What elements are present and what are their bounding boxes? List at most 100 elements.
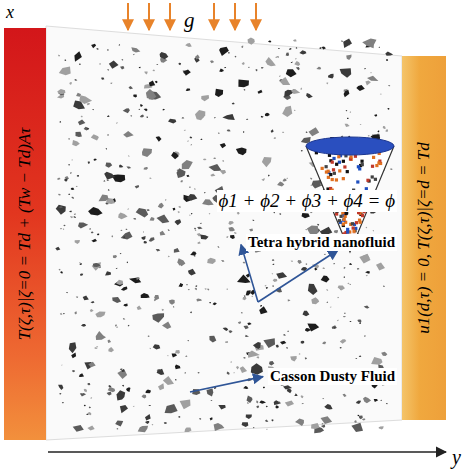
dust-particle xyxy=(93,263,101,267)
dust-particle xyxy=(186,88,191,91)
dust-particle xyxy=(186,175,189,177)
dust-particle xyxy=(149,237,155,242)
dust-particle xyxy=(186,284,188,286)
dust-particle xyxy=(188,289,190,290)
dust-particle xyxy=(149,178,152,180)
dust-particle xyxy=(90,309,94,312)
dust-particle xyxy=(232,103,235,105)
dust-particle xyxy=(108,189,110,190)
dust-particle xyxy=(268,41,271,43)
dust-particle xyxy=(148,405,151,406)
dust-particle xyxy=(359,356,362,357)
dust-particle xyxy=(96,48,98,50)
dust-particle xyxy=(79,373,84,377)
dust-particle xyxy=(376,263,385,271)
dust-particle xyxy=(69,211,71,213)
dust-particle xyxy=(101,78,104,80)
dust-particle xyxy=(256,401,258,404)
dust-particle xyxy=(91,134,99,140)
dust-particle xyxy=(109,61,119,69)
dust-particle xyxy=(379,47,380,48)
dust-particle xyxy=(59,393,61,395)
dust-particle xyxy=(84,405,86,406)
dust-particle xyxy=(113,255,117,258)
dust-particle xyxy=(261,116,264,118)
dust-particle xyxy=(218,133,220,134)
dust-particle xyxy=(210,417,213,420)
dust-particle xyxy=(68,138,70,139)
dust-particle xyxy=(146,117,148,119)
axis-label: x xyxy=(6,2,14,23)
dust-particle xyxy=(251,363,263,375)
dust-particle xyxy=(70,82,72,84)
dust-particle xyxy=(347,118,349,119)
nanoparticle xyxy=(346,170,349,173)
dust-particle xyxy=(209,302,211,304)
dust-particle xyxy=(189,187,191,188)
nanoparticle xyxy=(325,165,328,168)
dust-particle xyxy=(68,164,70,165)
dust-particle xyxy=(137,306,142,310)
dust-particle xyxy=(165,199,166,200)
dust-particle xyxy=(133,218,136,220)
dust-particle xyxy=(343,39,352,48)
dust-particle xyxy=(143,231,144,232)
dust-particle xyxy=(291,260,294,262)
dust-particle xyxy=(60,121,62,123)
dust-particle xyxy=(351,423,363,432)
dust-particle xyxy=(374,114,377,116)
dust-particle xyxy=(145,414,151,421)
dust-particle xyxy=(308,284,318,295)
dust-particle xyxy=(190,252,196,256)
dust-particle xyxy=(123,318,126,320)
nanoparticle xyxy=(366,179,369,182)
dust-particle xyxy=(385,129,388,132)
dust-particle xyxy=(241,312,243,313)
dust-particle xyxy=(370,72,372,74)
dust-particle xyxy=(198,234,200,236)
dust-particle xyxy=(174,248,180,253)
dust-particle xyxy=(125,228,127,230)
dust-particle xyxy=(107,115,109,117)
dust-particle xyxy=(127,262,128,264)
dust-particle xyxy=(283,385,292,389)
dust-particle xyxy=(87,128,89,129)
dust-particle xyxy=(219,68,224,72)
dust-particle xyxy=(131,47,140,52)
dust-particle xyxy=(158,383,164,390)
dust-particle xyxy=(177,168,186,178)
dust-particle xyxy=(81,324,86,327)
dust-particle xyxy=(76,93,81,97)
dust-particle xyxy=(194,228,196,230)
dust-particle xyxy=(117,428,119,429)
dust-particle xyxy=(175,350,180,354)
dust-particle xyxy=(326,83,328,85)
dust-particle xyxy=(168,229,170,231)
gravity-label: g xyxy=(184,8,195,32)
dust-particle xyxy=(110,83,112,84)
dust-particle xyxy=(380,94,382,95)
dust-particle xyxy=(378,426,383,429)
nanoparticle xyxy=(331,178,334,181)
dust-particle xyxy=(97,233,99,235)
dust-particle xyxy=(282,106,292,117)
nanoparticle xyxy=(371,165,374,168)
dust-particle xyxy=(194,188,196,189)
dust-particle xyxy=(238,79,249,87)
dust-particle xyxy=(330,306,332,307)
dust-particle xyxy=(141,293,150,298)
dust-particle xyxy=(248,67,250,68)
dust-particle xyxy=(107,392,112,396)
dust-particle xyxy=(195,286,197,287)
dust-particle xyxy=(190,312,192,314)
dust-particle xyxy=(145,421,149,424)
dust-particle xyxy=(220,143,226,148)
dust-particle xyxy=(224,67,226,68)
dust-particle xyxy=(357,320,361,324)
dust-particle xyxy=(275,57,277,58)
dust-particle xyxy=(71,159,72,161)
nanoparticle xyxy=(329,173,332,176)
dust-particle xyxy=(371,357,382,365)
dust-particle xyxy=(249,228,253,231)
dust-particle xyxy=(144,167,148,170)
